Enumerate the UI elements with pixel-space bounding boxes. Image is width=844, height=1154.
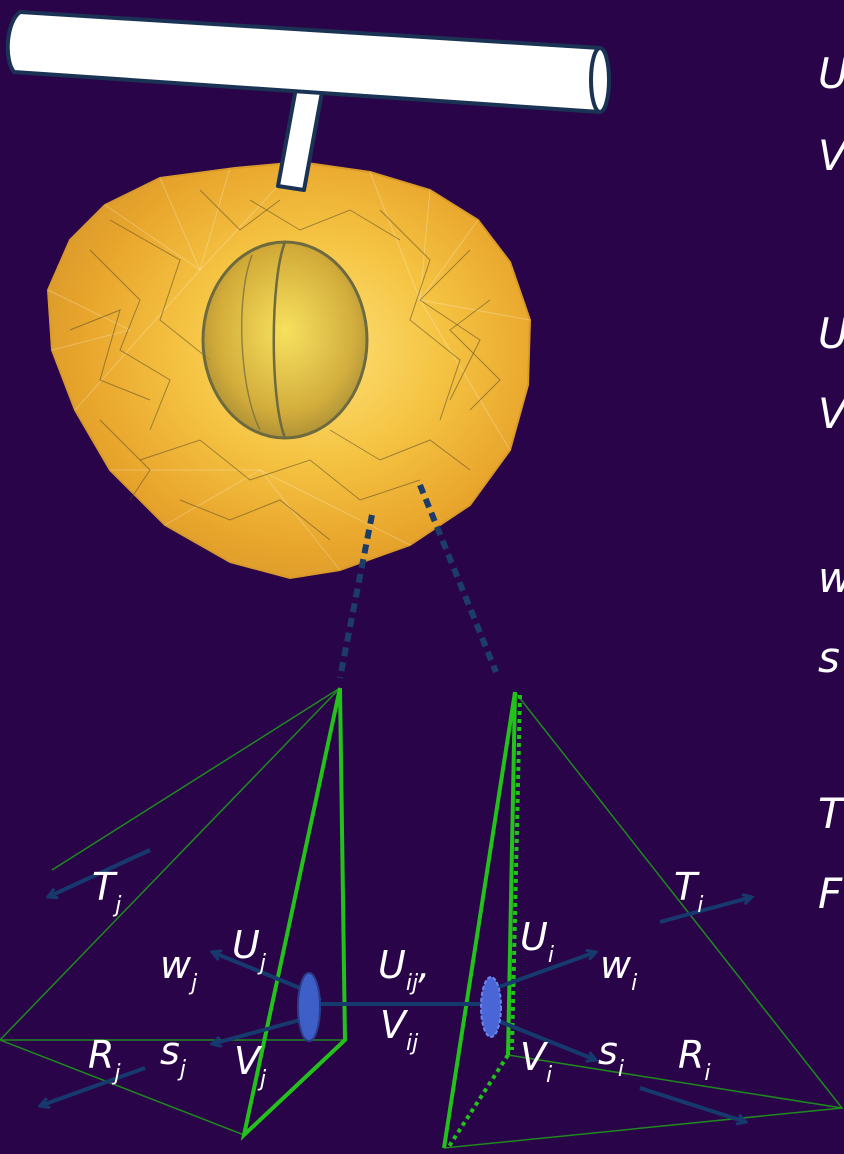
label-Vj: Vj: [234, 1039, 267, 1092]
arrow-Ri: [639, 1086, 746, 1122]
label-Ui: Ui: [520, 915, 554, 968]
disc-i: [480, 976, 502, 1038]
arrow-Vi: [495, 1018, 596, 1060]
cylinder-end: [589, 46, 611, 114]
side-text-6: T: [818, 789, 844, 838]
diagram-labels: Tj wj Uj Rj sj Vj Uij, Vij Ui wi Ti Vi s…: [88, 865, 711, 1092]
side-text-0: U: [818, 49, 844, 98]
arrow-Ti: [659, 897, 752, 924]
arrow-Ui: [495, 952, 596, 990]
label-Ti: Ti: [674, 865, 703, 918]
label-wj: wj: [160, 943, 198, 996]
label-Tj: Tj: [92, 865, 122, 918]
side-text: U V U V w s T F: [818, 49, 844, 918]
zoom-link-right: [417, 483, 499, 674]
disc-j: [297, 972, 321, 1042]
side-text-7: F: [818, 869, 843, 918]
arrow-Uj: [212, 952, 301, 990]
label-sj: sj: [160, 1029, 187, 1082]
holder-rod: [5, 10, 611, 192]
arrow-Vj: [212, 1018, 301, 1044]
label-si: si: [598, 1029, 624, 1082]
label-Uij: Uij,: [378, 943, 430, 996]
side-text-2: U: [818, 309, 844, 358]
force-arrows: [40, 848, 752, 1122]
tetrahedra: [0, 687, 844, 1150]
arrow-Tj: [48, 848, 151, 897]
side-text-3: V: [818, 389, 844, 438]
side-text-5: s: [818, 633, 840, 682]
embedded-core: [201, 240, 369, 440]
zoom-links: [337, 483, 499, 679]
fibrin-network: [69, 189, 501, 541]
zoom-link-left: [337, 514, 375, 679]
label-Uj: Uj: [232, 923, 267, 976]
label-Vi: Vi: [520, 1035, 552, 1088]
side-text-1: V: [818, 131, 844, 180]
clot-clump: [46, 160, 532, 580]
label-Rj: Rj: [88, 1033, 121, 1086]
label-wi: wi: [600, 943, 637, 996]
label-Vij: Vij: [380, 1003, 419, 1056]
label-Ri: Ri: [678, 1033, 711, 1086]
side-text-4: w: [818, 553, 844, 602]
arrow-Rj: [40, 1066, 146, 1106]
